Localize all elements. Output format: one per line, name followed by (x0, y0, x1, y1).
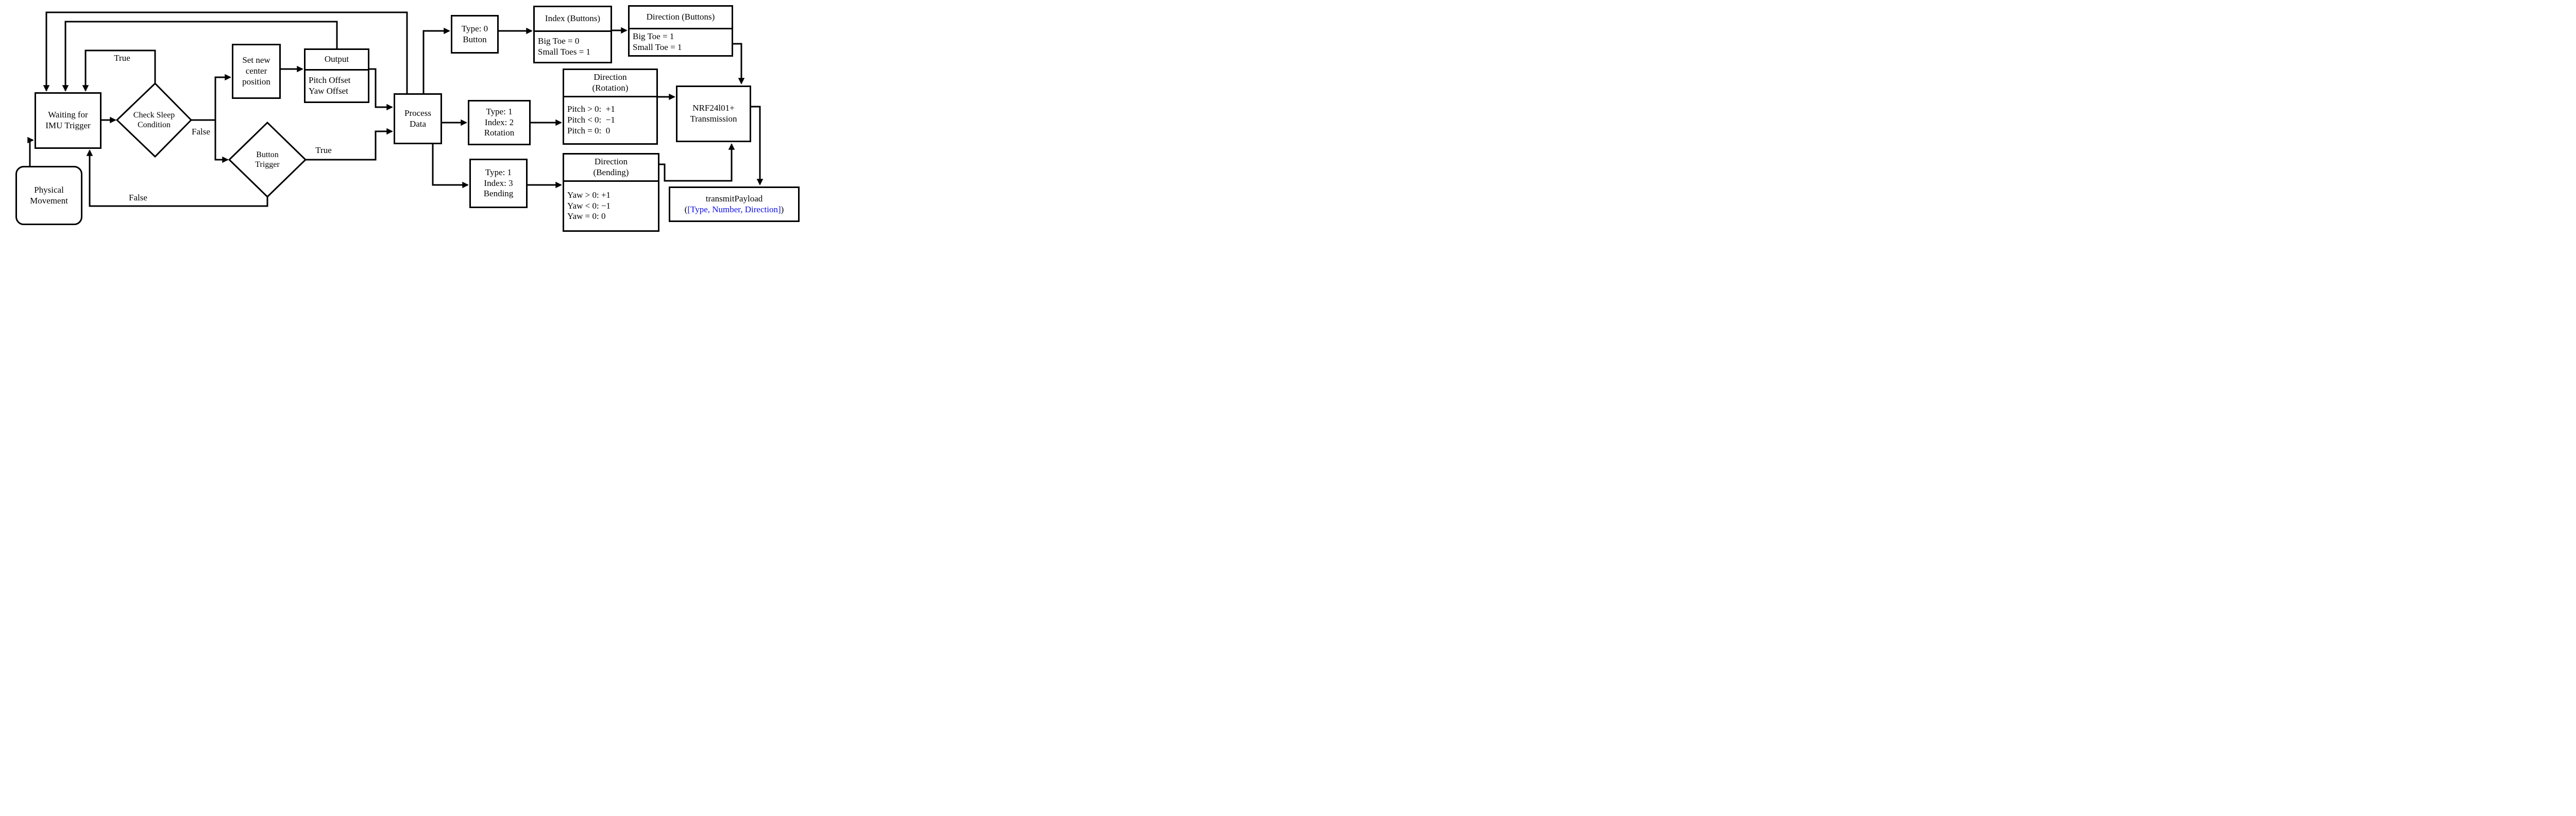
button-trigger-line1: Button (256, 150, 279, 159)
node-output: Output Pitch Offset Yaw Offset (304, 48, 369, 103)
connector-layer (27, 11, 764, 207)
type0-line1: Type: 0 (461, 23, 488, 33)
edge-sleep-true-loop (82, 49, 156, 92)
waiting-line1: Waiting for (48, 110, 88, 120)
index-buttons-body-line2: Small Toes = 1 (538, 47, 591, 57)
nrf-line2: Transmission (690, 114, 737, 124)
node-waiting-imu-trigger: Waiting for IMU Trigger (35, 92, 101, 149)
direction-buttons-body: Big Toe = 1 Small Toe = 1 (630, 29, 732, 55)
direction-rotation-header-line2: (Rotation) (592, 83, 629, 93)
node-physical-movement: Physical Movement (15, 166, 82, 225)
edge-output-to-waiting-rail (62, 21, 338, 92)
direction-rotation-body-line1: Pitch > 0: +1 (567, 104, 615, 114)
node-type0-button: Type: 0 Button (451, 15, 499, 54)
node-button-trigger: Button Trigger (234, 143, 300, 177)
output-body-line1: Pitch Offset (309, 75, 351, 86)
type1-rotation-line2: Index: 2 (484, 117, 514, 127)
edge-processdata-to-type0 (422, 27, 450, 93)
direction-bending-body-line3: Yaw = 0: 0 (567, 211, 606, 222)
direction-bending-body-line2: Yaw < 0: −1 (567, 200, 611, 211)
node-transmit-payload: transmitPayload ([Type, Number, Directio… (669, 186, 800, 222)
label-sleep-true: True (114, 53, 130, 63)
transmit-payload-args: [Type, Number, Direction] (687, 204, 781, 214)
physical-movement-line1: Physical (34, 184, 64, 195)
direction-bending-body: Yaw > 0: +1 Yaw < 0: −1 Yaw = 0: 0 (564, 182, 658, 230)
edge-sleep-false-down (214, 120, 229, 163)
set-center-line2: center (245, 66, 267, 76)
direction-bending-header-line1: Direction (594, 157, 628, 167)
node-direction-buttons: Direction (Buttons) Big Toe = 1 Small To… (628, 5, 733, 57)
output-header: Output (306, 50, 368, 71)
node-index-buttons: Index (Buttons) Big Toe = 0 Small Toes =… (533, 6, 612, 63)
edge-processdata-to-waiting-rail (43, 11, 408, 93)
node-set-new-center: Set new center position (232, 44, 281, 99)
node-nrf-transmission: NRF24l01+ Transmission (676, 86, 751, 142)
waiting-line2: IMU Trigger (45, 121, 91, 130)
check-sleep-line2: Condition (137, 121, 171, 129)
direction-buttons-body-line1: Big Toe = 1 (633, 31, 674, 42)
edge-nrf-to-transmit (751, 106, 764, 185)
button-trigger-diamond-shape (228, 121, 307, 198)
label-sleep-false: False (192, 127, 210, 137)
type1-bending-line2: Index: 3 (484, 178, 513, 188)
flowchart-canvas: Physical Movement Waiting for IMU Trigge… (0, 0, 804, 238)
process-data-line1: Process (404, 108, 431, 118)
nrf-line1: NRF24l01+ (692, 103, 735, 113)
edge-output-to-processdata (369, 68, 393, 111)
process-data-line2: Data (409, 118, 427, 129)
direction-buttons-body-line2: Small Toe = 1 (633, 42, 682, 52)
edge-dirbending-to-nrf (659, 143, 735, 182)
edge-processdata-to-bending (432, 144, 469, 189)
index-buttons-header: Index (Buttons) (535, 7, 611, 32)
edge-sleep-false-up (214, 74, 231, 120)
transmit-payload-line1: transmitPayload (705, 193, 763, 203)
edge-physical-to-waiting (27, 137, 34, 166)
transmit-payload-line2: ([Type, Number, Direction]) (685, 205, 784, 215)
transmit-paren-open: ( (684, 204, 688, 214)
edge-buttonfalse-to-waiting (86, 149, 268, 207)
direction-bending-header-line2: (Bending) (593, 167, 629, 177)
type1-rotation-line3: Rotation (484, 128, 515, 138)
set-center-line3: position (242, 76, 270, 87)
check-sleep-diamond-shape (115, 82, 193, 158)
label-button-false: False (129, 193, 147, 202)
output-body: Pitch Offset Yaw Offset (306, 71, 368, 101)
direction-buttons-header-text: Direction (Buttons) (646, 12, 715, 22)
node-process-data: Process Data (394, 93, 442, 144)
index-buttons-body-line1: Big Toe = 0 (538, 36, 580, 46)
output-body-line2: Yaw Offset (309, 86, 348, 96)
index-buttons-header-text: Index (Buttons) (545, 13, 601, 24)
node-type1-bending: Type: 1 Index: 3 Bending (469, 159, 528, 208)
type0-line2: Button (463, 34, 487, 44)
direction-bending-body-line1: Yaw > 0: +1 (567, 190, 611, 200)
edge-buttontrue-to-processdata (306, 128, 393, 161)
button-trigger-line2: Trigger (255, 160, 280, 169)
output-header-text: Output (324, 54, 349, 64)
direction-rotation-body: Pitch > 0: +1 Pitch < 0: −1 Pitch = 0: 0 (564, 97, 656, 143)
node-check-sleep-condition: Check Sleep Condition (120, 103, 188, 137)
edge-dirbuttons-to-nrf (733, 43, 745, 84)
label-button-true: True (315, 145, 332, 155)
direction-buttons-header: Direction (Buttons) (630, 7, 732, 29)
index-buttons-body: Big Toe = 0 Small Toes = 1 (535, 32, 611, 62)
direction-bending-header: Direction (Bending) (564, 155, 658, 182)
transmit-paren-close: ) (781, 204, 784, 214)
direction-rotation-header: Direction (Rotation) (564, 70, 656, 97)
direction-rotation-body-line2: Pitch < 0: −1 (567, 115, 615, 125)
node-direction-bending: Direction (Bending) Yaw > 0: +1 Yaw < 0:… (563, 153, 659, 232)
type1-rotation-line1: Type: 1 (486, 106, 513, 116)
direction-rotation-body-line3: Pitch = 0: 0 (567, 125, 611, 135)
type1-bending-line1: Type: 1 (485, 167, 512, 177)
node-type1-rotation: Type: 1 Index: 2 Rotation (468, 100, 531, 145)
node-direction-rotation: Direction (Rotation) Pitch > 0: +1 Pitch… (563, 69, 658, 145)
physical-movement-line2: Movement (30, 195, 68, 206)
set-center-line1: Set new (242, 55, 270, 65)
direction-rotation-header-line1: Direction (594, 72, 627, 82)
type1-bending-line3: Bending (483, 189, 514, 199)
check-sleep-line1: Check Sleep (133, 110, 175, 120)
